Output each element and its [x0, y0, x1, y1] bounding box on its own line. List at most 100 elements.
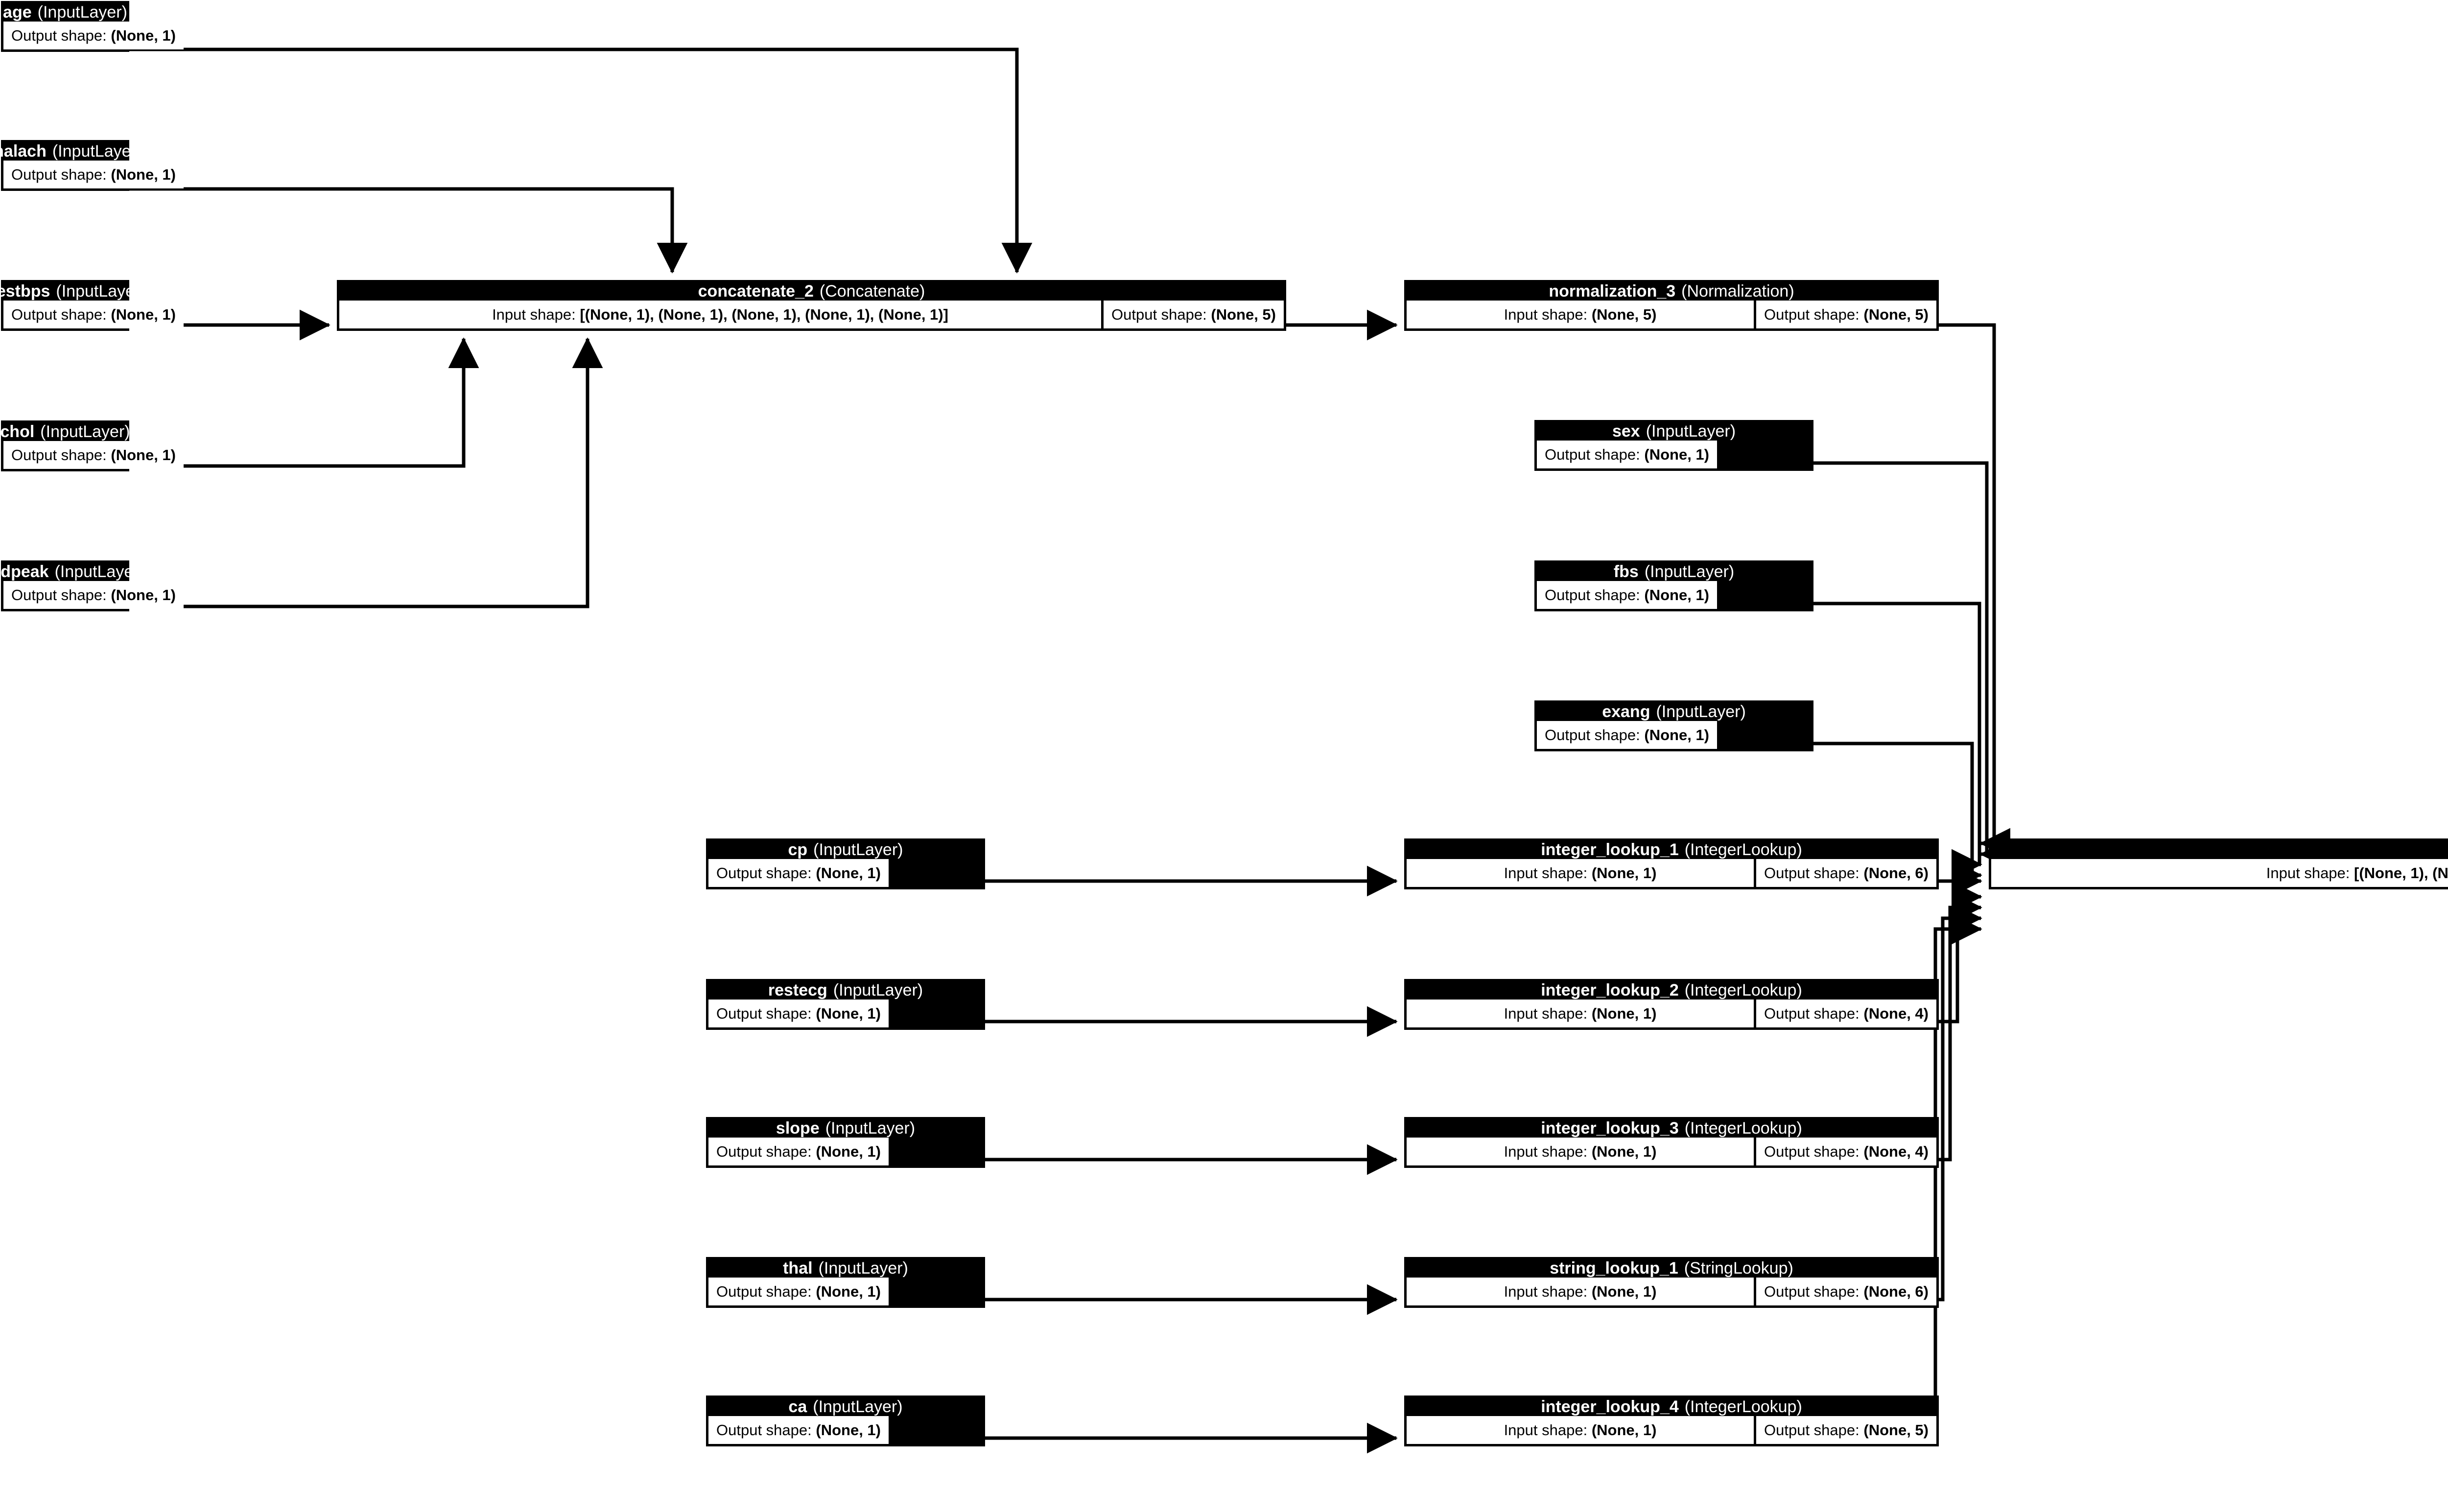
node-cp[interactable]: cp(InputLayer)Output shape: (None, 1) — [706, 838, 985, 889]
node-name-chol: chol — [0, 422, 35, 441]
output-shape-integer_lookup_3: Output shape: (None, 4) — [1756, 1138, 1936, 1165]
node-concatenate_2[interactable]: concatenate_2 (Concatenate)Input shape: [… — [337, 280, 1286, 331]
node-name-exang: exang — [1602, 702, 1650, 721]
node-age[interactable]: age(InputLayer)Output shape: (None, 1) — [1, 1, 184, 52]
node-concatenate_3[interactable]: concatenate_3(Concatenate)Input shape: [… — [1989, 838, 2448, 889]
node-name-age: age — [3, 3, 32, 22]
node-name-ca: ca — [788, 1397, 807, 1416]
node-shape-row-oldpeak: Output shape: (None, 1) — [3, 581, 184, 609]
node-slope[interactable]: slope(InputLayer)Output shape: (None, 1) — [706, 1117, 985, 1168]
node-trestbps[interactable]: trestbps(InputLayer)Output shape: (None,… — [0, 280, 184, 331]
node-integer_lookup_3[interactable]: integer_lookup_3(IntegerLookup)Input sha… — [1404, 1117, 1939, 1168]
node-ca[interactable]: ca(InputLayer)Output shape: (None, 1) — [706, 1396, 985, 1446]
node-shape-row-integer_lookup_2: Input shape: (None, 1)Output shape: (Non… — [1407, 1000, 1936, 1027]
node-shape-row-trestbps: Output shape: (None, 1) — [3, 301, 184, 328]
input-shape-value: (None, 5) — [1591, 305, 1657, 323]
node-shape-row-concatenate_3: Input shape: [(None, 1), (None, 1), (Non… — [1991, 859, 2448, 887]
output-shape-label: Output shape: — [1545, 726, 1645, 744]
node-title-thal: thal(InputLayer) — [708, 1259, 983, 1278]
output-shape-value: (None, 5) — [1863, 305, 1929, 323]
input-shape-concatenate_2: Input shape: [(None, 1), (None, 1), (Non… — [339, 301, 1101, 328]
node-class-concatenate_2: (Concatenate) — [819, 282, 925, 301]
node-class-fbs: (InputLayer) — [1644, 562, 1735, 581]
output-shape-value: (None, 1) — [111, 26, 176, 44]
node-fbs[interactable]: fbs(InputLayer) Output shape: (None, 1) — [1534, 560, 1813, 611]
node-oldpeak[interactable]: oldpeak(InputLayer)Output shape: (None, … — [0, 560, 184, 611]
node-class-age: (InputLayer) — [37, 3, 127, 22]
node-title-trestbps: trestbps(InputLayer) — [0, 282, 146, 301]
edge-stringlookup1-concatenate3 — [1939, 903, 1982, 1302]
output-shape-label: Output shape: — [1764, 864, 1864, 882]
edge-integerlookup4-concatenate3 — [1933, 913, 1982, 1440]
output-shape-label: Output shape: — [1764, 1282, 1864, 1300]
node-name-thalach: thalach — [0, 142, 47, 161]
input-shape-label: Input shape: — [1504, 1004, 1592, 1022]
node-integer_lookup_4[interactable]: integer_lookup_4(IntegerLookup)Input sha… — [1404, 1396, 1939, 1446]
node-name-cp: cp — [788, 840, 808, 859]
node-class-ca: (InputLayer) — [813, 1397, 903, 1416]
input-shape-label: Input shape: — [1504, 305, 1592, 323]
output-shape-chol: Output shape: (None, 1) — [3, 441, 184, 469]
output-shape-label: Output shape: — [716, 1282, 816, 1300]
output-shape-value: (None, 1) — [1644, 445, 1709, 463]
node-sex[interactable]: sex(InputLayer)Output shape: (None, 1) — [1534, 420, 1813, 471]
input-shape-label: Input shape: — [492, 305, 580, 323]
output-shape-value: (None, 1) — [111, 165, 176, 183]
input-shape-normalization_3: Input shape: (None, 5) — [1407, 301, 1754, 328]
output-shape-trestbps: Output shape: (None, 1) — [3, 301, 184, 328]
node-integer_lookup_2[interactable]: integer_lookup_2(IntegerLookup)Input sha… — [1404, 979, 1939, 1030]
input-shape-concatenate_3: Input shape: [(None, 1), (None, 1), (Non… — [1991, 859, 2448, 887]
output-shape-label: Output shape: — [1764, 1142, 1864, 1160]
node-exang[interactable]: exang(InputLayer)Output shape: (None, 1) — [1534, 700, 1813, 751]
output-shape-restecg: Output shape: (None, 1) — [708, 1000, 889, 1027]
node-thalach[interactable]: thalach(InputLayer)Output shape: (None, … — [0, 140, 184, 191]
node-class-integer_lookup_1: (IntegerLookup) — [1684, 840, 1802, 859]
output-shape-label: Output shape: — [1764, 1421, 1864, 1439]
output-shape-cp: Output shape: (None, 1) — [708, 859, 889, 887]
node-title-fbs: fbs(InputLayer) — [1537, 562, 1811, 581]
output-shape-value: (None, 1) — [1644, 726, 1709, 744]
node-title-restecg: restecg(InputLayer) — [708, 981, 983, 1000]
output-shape-oldpeak: Output shape: (None, 1) — [3, 581, 184, 609]
output-shape-value: (None, 1) — [111, 305, 176, 323]
output-shape-label: Output shape: — [716, 864, 816, 882]
input-shape-integer_lookup_4: Input shape: (None, 1) — [1407, 1416, 1754, 1444]
node-name-oldpeak: oldpeak — [0, 562, 49, 581]
node-name-string_lookup_1: string_lookup_1 — [1550, 1259, 1678, 1278]
node-shape-row-integer_lookup_4: Input shape: (None, 1)Output shape: (Non… — [1407, 1416, 1936, 1444]
output-shape-label: Output shape: — [1111, 305, 1211, 323]
input-shape-integer_lookup_2: Input shape: (None, 1) — [1407, 1000, 1754, 1027]
node-normalization_3[interactable]: normalization_3(Normalization)Input shap… — [1404, 280, 1939, 331]
node-thal[interactable]: thal(InputLayer)Output shape: (None, 1) — [706, 1257, 985, 1308]
node-integer_lookup_1[interactable]: integer_lookup_1 (IntegerLookup)Input sha… — [1404, 838, 1939, 889]
node-shape-row-integer_lookup_1: Input shape: (None, 1)Output shape: (Non… — [1407, 859, 1936, 887]
node-shape-row-slope: Output shape: (None, 1) — [708, 1138, 983, 1165]
output-shape-label: Output shape: — [1545, 586, 1645, 604]
output-shape-slope: Output shape: (None, 1) — [708, 1138, 889, 1165]
input-shape-label: Input shape: — [2266, 864, 2354, 882]
node-class-integer_lookup_3: (IntegerLookup) — [1684, 1119, 1802, 1138]
input-shape-label: Input shape: — [1504, 1142, 1592, 1160]
node-title-slope: slope(InputLayer) — [708, 1119, 983, 1138]
node-name-trestbps: trestbps — [0, 282, 50, 301]
edge-fbs-concatenate3 — [1813, 602, 1982, 880]
node-shape-row-concatenate_2: Input shape: [(None, 1), (None, 1), (Non… — [339, 301, 1284, 328]
output-shape-exang: Output shape: (None, 1) — [1537, 721, 1717, 749]
edge-oldpeak-concatenate2 — [129, 337, 603, 608]
node-string_lookup_1[interactable]: string_lookup_1(StringLookup)Input shape… — [1404, 1257, 1939, 1308]
node-title-integer_lookup_4: integer_lookup_4(IntegerLookup) — [1407, 1397, 1936, 1416]
node-restecg[interactable]: restecg(InputLayer)Output shape: (None, … — [706, 979, 985, 1030]
node-class-cp: (InputLayer) — [813, 840, 903, 859]
node-class-slope: (InputLayer) — [825, 1119, 916, 1138]
output-shape-label: Output shape: — [11, 586, 111, 604]
output-shape-integer_lookup_2: Output shape: (None, 4) — [1756, 1000, 1936, 1027]
node-chol[interactable]: chol(InputLayer)Output shape: (None, 1) — [0, 420, 184, 471]
node-class-restecg: (InputLayer) — [833, 981, 923, 1000]
output-shape-label: Output shape: — [716, 1421, 816, 1439]
node-name-concatenate_2: concatenate_2 — [698, 282, 814, 301]
node-name-integer_lookup_1: integer_lookup_1 — [1541, 840, 1679, 859]
output-shape-value: (None, 1) — [816, 864, 881, 882]
edge-normalization3-concatenate3 — [1939, 323, 2011, 859]
output-shape-value: (None, 1) — [1644, 586, 1709, 604]
